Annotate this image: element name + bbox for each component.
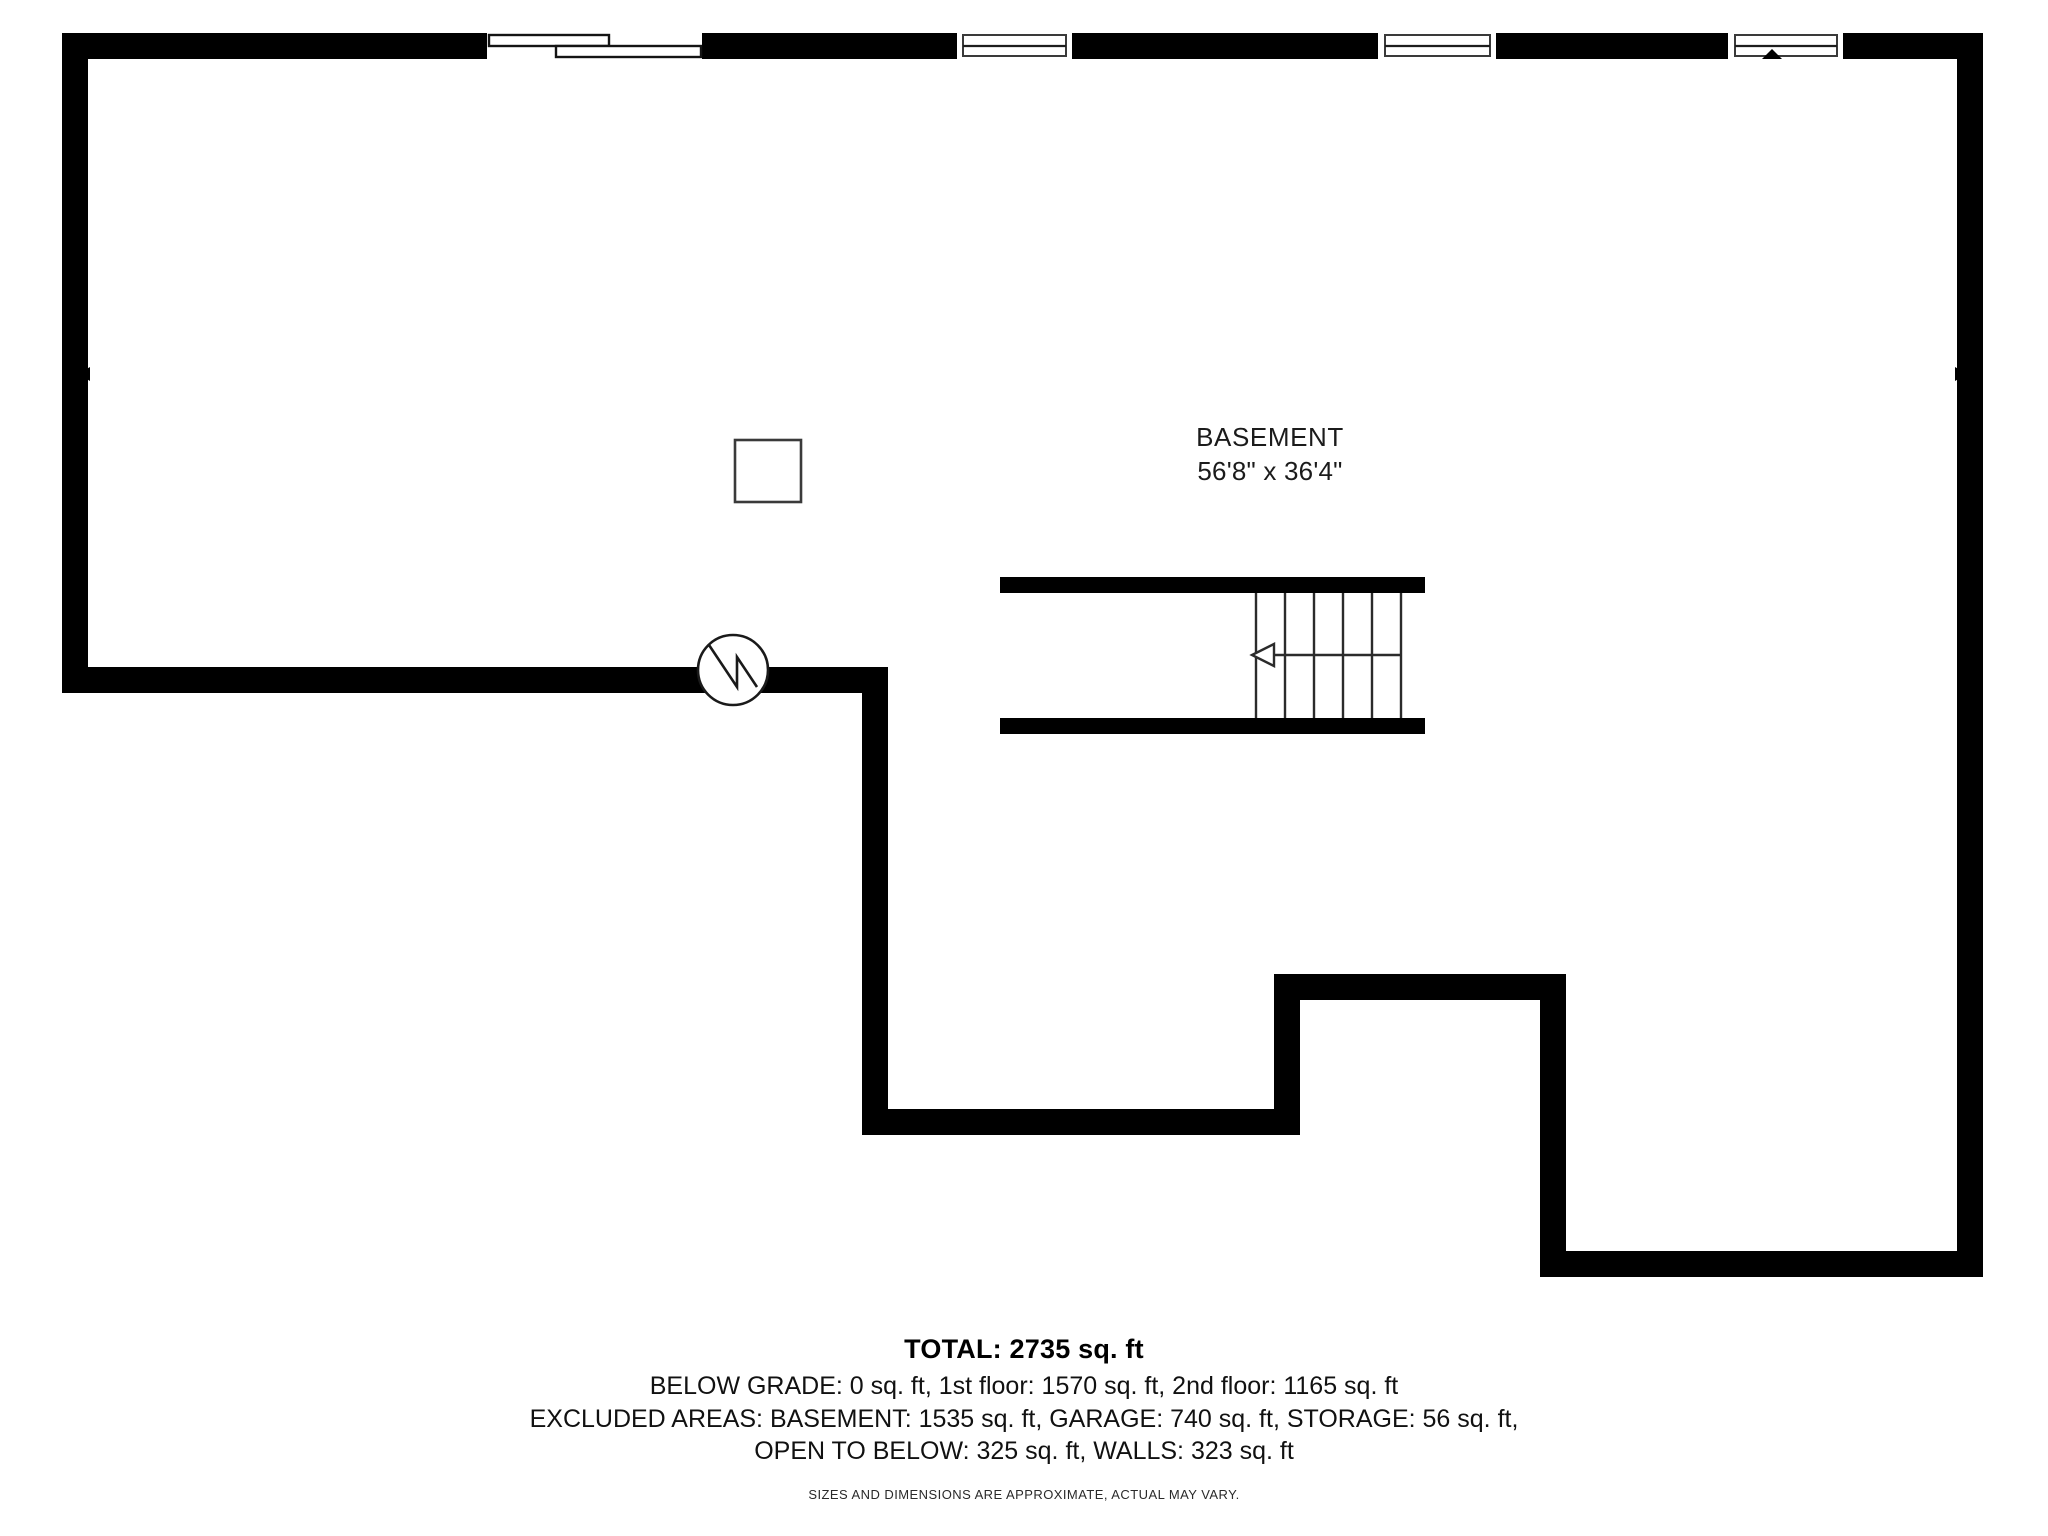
dimension-marker-top-icon	[1762, 49, 1782, 59]
dimension-marker-bottom-icon	[1762, 1251, 1782, 1261]
area-summary-footer: TOTAL: 2735 sq. ft BELOW GRADE: 0 sq. ft…	[0, 1332, 2048, 1502]
support-column-symbol[interactable]	[733, 438, 803, 504]
room-label-basement: BASEMENT 56'8" x 36'4"	[1105, 420, 1435, 489]
below-grade-summary-line: BELOW GRADE: 0 sq. ft, 1st floor: 1570 s…	[649, 1372, 1399, 1401]
excluded-areas-summary-line: EXCLUDED AREAS: BASEMENT: 1535 sq. ft, G…	[529, 1404, 1519, 1433]
room-dimensions-text: 56'8" x 36'4"	[1197, 456, 1343, 487]
disclaimer-text: SIZES AND DIMENSIONS ARE APPROXIMATE, AC…	[808, 1486, 1240, 1502]
open-to-below-summary-line: OPEN TO BELOW: 325 sq. ft, WALLS: 323 sq…	[754, 1437, 1294, 1466]
window-top-2[interactable]	[957, 33, 1072, 59]
window-top-4[interactable]	[1728, 33, 1843, 59]
stair-direction-arrow-icon	[1249, 642, 1276, 668]
dimension-marker-right-icon	[1955, 367, 1967, 381]
window-top-3[interactable]	[1378, 33, 1496, 59]
stair-wall-bottom	[1000, 718, 1425, 734]
floor-plan-drawing	[62, 33, 1983, 1277]
sliding-window-top-1[interactable]	[487, 33, 703, 59]
dimension-marker-left-icon	[78, 367, 90, 381]
floor-plan-canvas[interactable]	[0, 0, 2048, 1320]
total-area-label: TOTAL: 2735 sq. ft	[904, 1334, 1144, 1364]
staircase-symbol[interactable]	[1000, 577, 1425, 734]
stair-wall-top	[1000, 577, 1425, 593]
electrical-panel-symbol[interactable]	[696, 633, 770, 707]
exterior-walls	[62, 33, 1983, 1277]
room-name-text: BASEMENT	[1196, 422, 1344, 452]
